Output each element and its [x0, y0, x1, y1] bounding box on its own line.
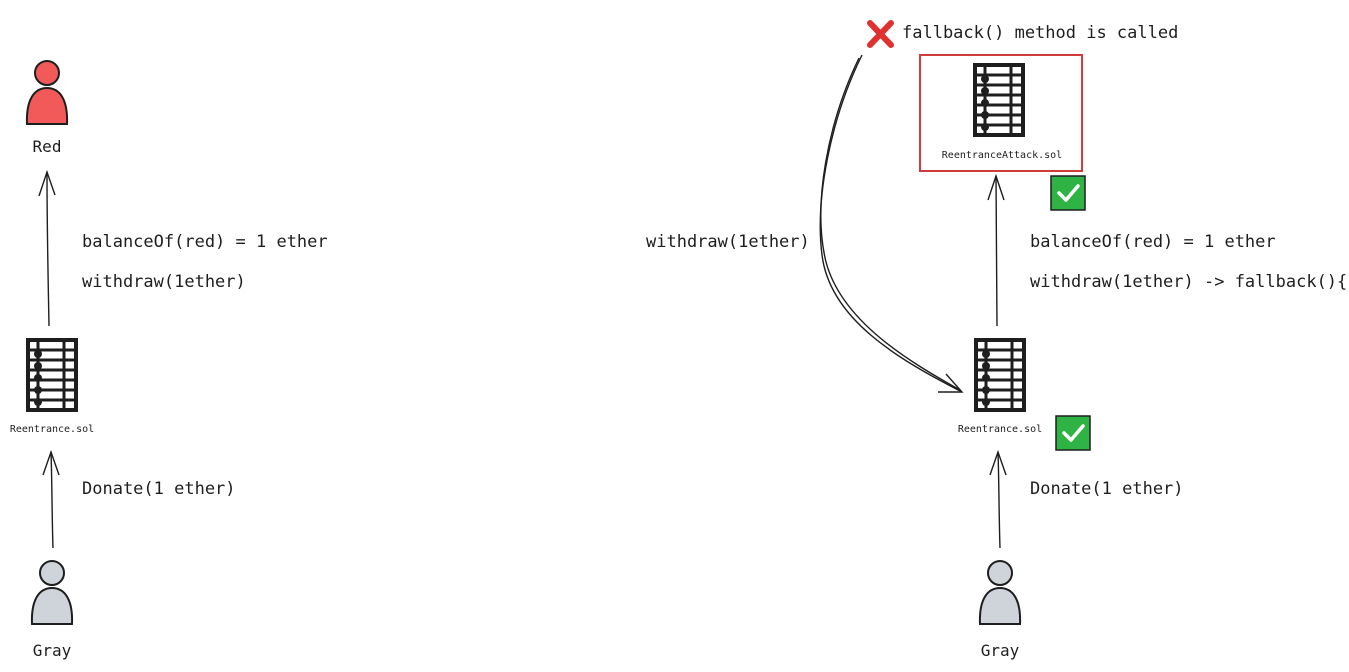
- attack-check-icon: [1049, 174, 1087, 212]
- right-withdraw-fallback-label: withdraw(1ether) -> fallback(){..: [1030, 272, 1349, 292]
- right-donate-label: Donate(1 ether): [1030, 479, 1184, 499]
- red-person-label: Red: [33, 137, 62, 156]
- reentrant-withdraw-arrow: [819, 54, 964, 393]
- right-donate-arrow: [989, 449, 1007, 549]
- fallback-label: fallback() method is called: [902, 23, 1178, 43]
- right-gray-person-icon: [978, 560, 1022, 625]
- left-donate-label: Donate(1 ether): [82, 479, 236, 499]
- right-contract-icon: [974, 338, 1026, 412]
- left-gray-person-icon: [30, 560, 74, 625]
- left-withdraw-arrow: [38, 169, 56, 327]
- attack-contract-label: ReentranceAttack.sol: [942, 150, 1062, 161]
- right-gray-person-label: Gray: [981, 641, 1020, 660]
- left-gray-person-label: Gray: [33, 641, 72, 660]
- left-balance-label: balanceOf(red) = 1 ether: [82, 232, 328, 252]
- right-balance-label: balanceOf(red) = 1 ether: [1030, 232, 1276, 252]
- contract-check-icon: [1054, 414, 1092, 452]
- attack-contract-icon: [973, 63, 1025, 137]
- attack-contract-box: [919, 54, 1083, 172]
- cross-icon: [867, 20, 894, 48]
- left-withdraw-label: withdraw(1ether): [82, 272, 246, 292]
- withdraw-label: withdraw(1ether): [646, 232, 810, 252]
- left-donate-arrow: [42, 449, 60, 549]
- right-contract-label: Reentrance.sol: [958, 424, 1042, 435]
- red-person-icon: [25, 60, 69, 125]
- right-withdraw-arrow: [987, 173, 1005, 327]
- left-contract-label: Reentrance.sol: [10, 424, 94, 435]
- left-contract-icon: [26, 338, 78, 412]
